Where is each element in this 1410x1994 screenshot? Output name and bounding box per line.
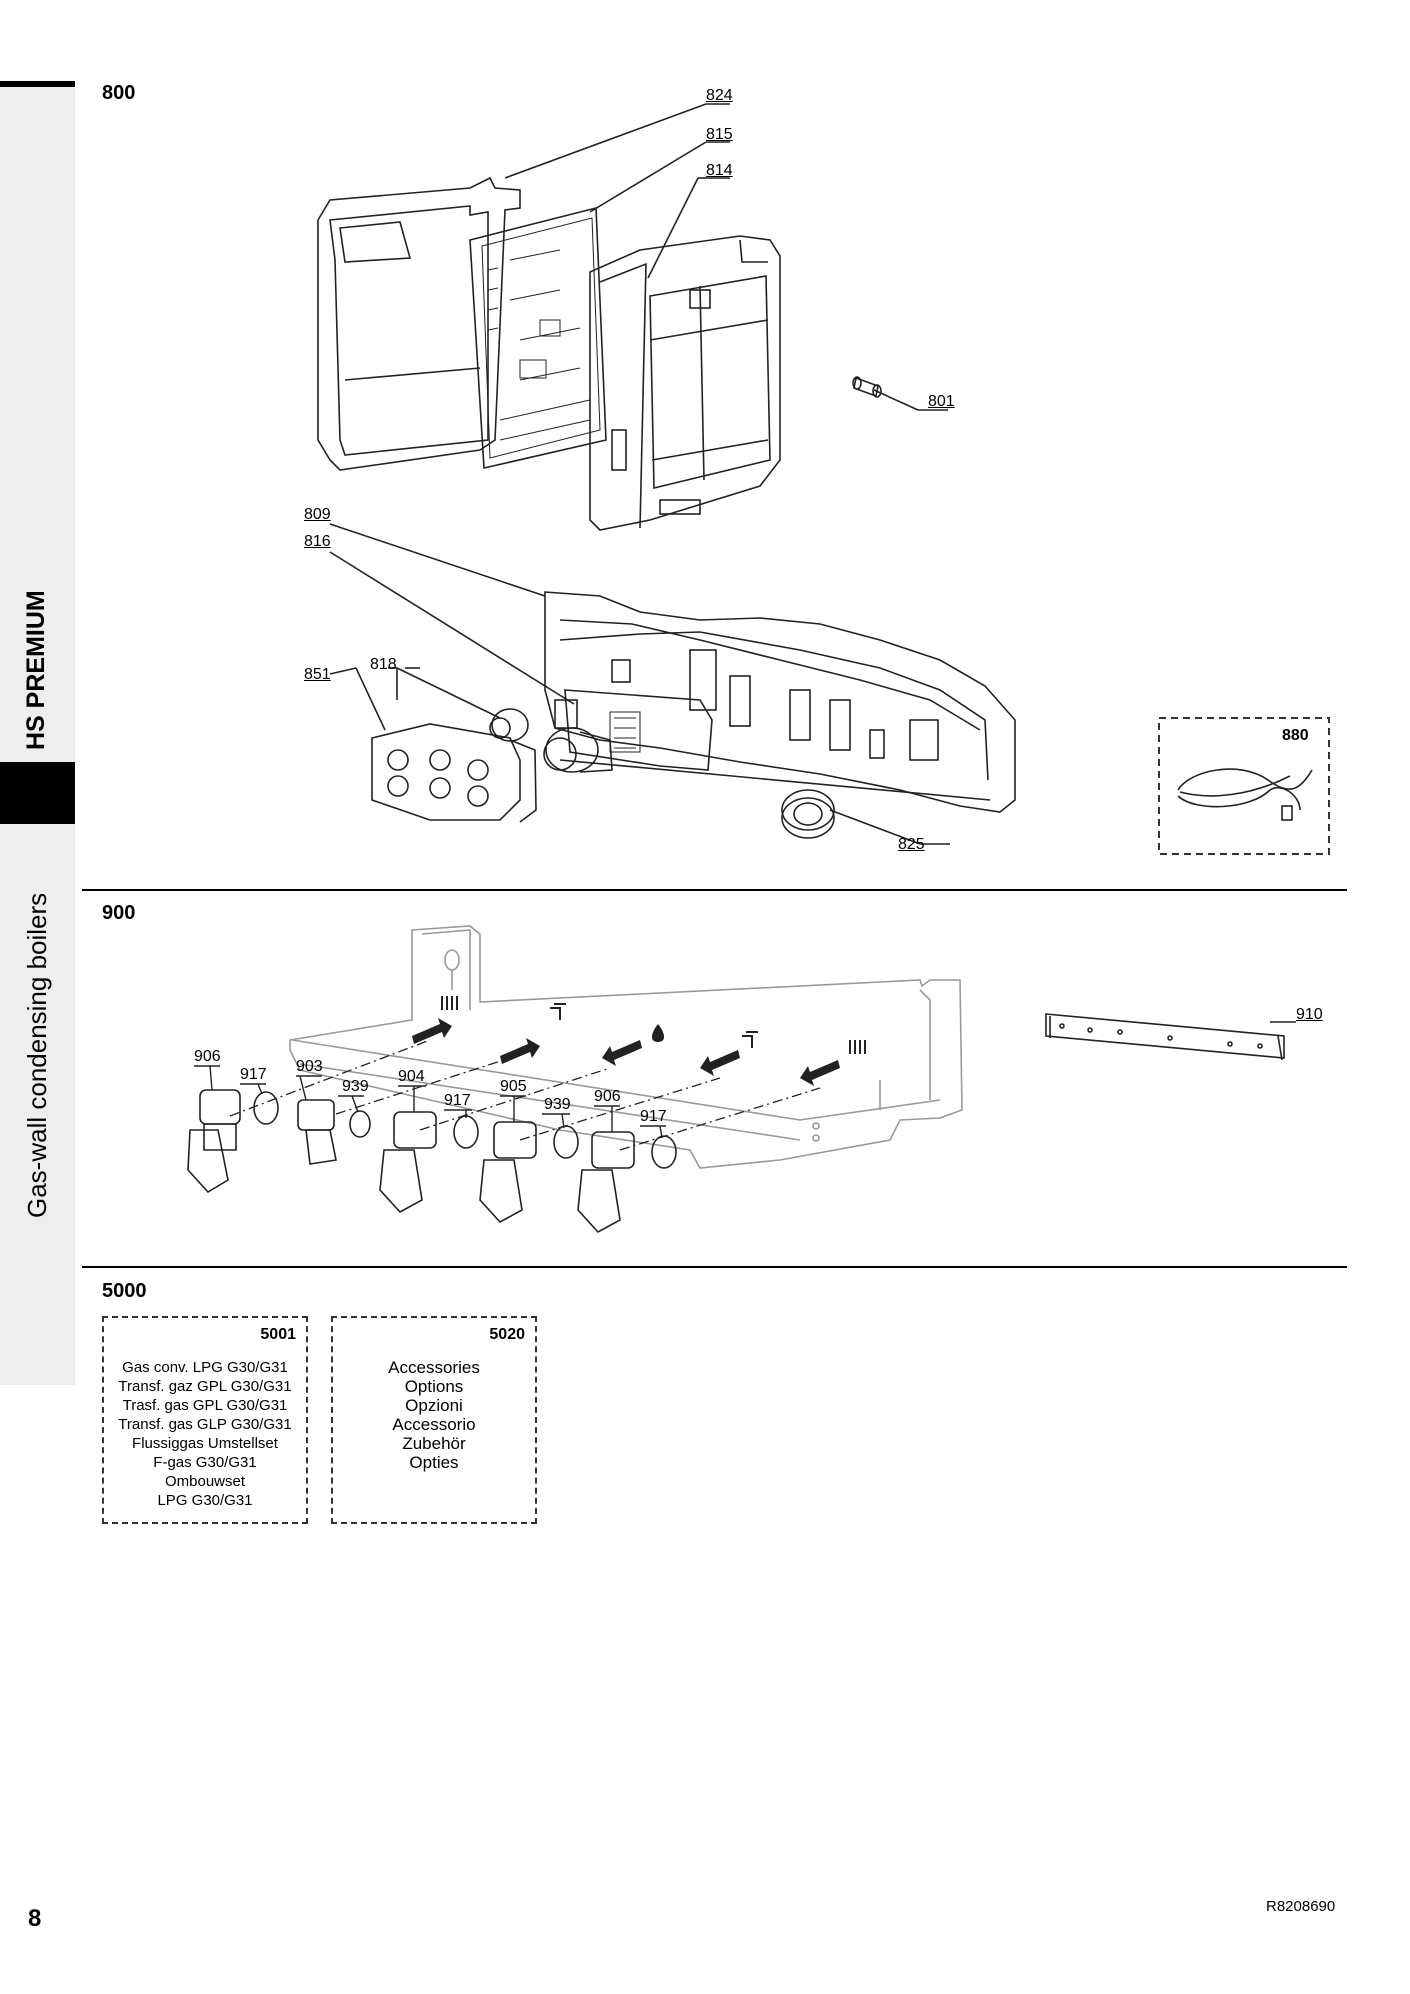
kit-5001-line: Transf. gas GLP G30/G31 [118,1416,292,1433]
callout-814: 814 [706,162,733,179]
callout-816: 816 [304,533,331,550]
callout-917-right: 917 [640,1108,667,1125]
callout-880: 880 [1282,727,1309,744]
kit-5001-line: Trasf. gas GPL G30/G31 [122,1397,288,1414]
callout-801: 801 [928,393,955,410]
page-number: 8 [28,1905,42,1932]
callout-809: 809 [304,506,331,523]
section-divider-2 [82,1266,1347,1268]
document-reference: R8208690 [1266,1898,1336,1915]
section-900-title: 900 [102,902,136,924]
kit-5001-box: 5001 Gas conv. LPG G30/G31 Transf. gaz G… [102,1316,308,1524]
kit-5001-line: Transf. gaz GPL G30/G31 [118,1378,292,1395]
kit-5020-line: Opzioni [405,1396,463,1415]
section-800-title: 800 [102,82,136,104]
callout-905: 905 [500,1078,527,1095]
callout-917-left: 917 [240,1066,267,1083]
kit-5020-line: Options [404,1377,464,1396]
kit-5001-description: Gas conv. LPG G30/G31 Transf. gaz GPL G3… [104,1358,306,1510]
callout-851: 851 [304,666,331,683]
callout-906-left: 906 [194,1048,221,1065]
kit-5020-number: 5020 [489,1326,525,1343]
kit-5020-line: Accessories [388,1358,480,1377]
kit-5020-description: Accessories Options Opzioni Accessorio Z… [333,1358,535,1472]
kit-5020-line: Opties [409,1453,459,1472]
section-900-drawing [187,925,1296,1234]
callout-824: 824 [706,87,733,104]
callout-815: 815 [706,126,733,143]
callout-939-right: 939 [544,1096,571,1113]
kit-5001-line: Gas conv. LPG G30/G31 [122,1359,288,1376]
callout-904: 904 [398,1068,425,1085]
callout-825: 825 [898,836,925,853]
callout-818: 818 [370,656,397,673]
callout-903: 903 [296,1058,323,1075]
kit-5001-number: 5001 [260,1326,296,1343]
section-divider-1 [82,889,1347,891]
side-band [0,85,75,1385]
section-5000-title: 5000 [102,1280,147,1302]
kit-5020-line: Accessorio [392,1415,476,1434]
callout-906-right: 906 [594,1088,621,1105]
kit-5001-line: LPG G30/G31 [157,1492,253,1509]
kit-5001-line: F-gas G30/G31 [153,1454,257,1471]
callout-910: 910 [1296,1006,1323,1023]
callout-917-middle: 917 [444,1092,471,1109]
side-top-bar [0,81,75,87]
section-800-drawing [317,103,1330,855]
side-black-marker [0,762,75,824]
callout-939-left: 939 [342,1078,369,1095]
kit-5001-line: Ombouwset [164,1473,246,1490]
kit-5020-box: 5020 Accessories Options Opzioni Accesso… [331,1316,537,1524]
kit-5001-line: Flussiggas Umstellset [132,1435,278,1452]
kit-5020-line: Zubehör [402,1434,466,1453]
